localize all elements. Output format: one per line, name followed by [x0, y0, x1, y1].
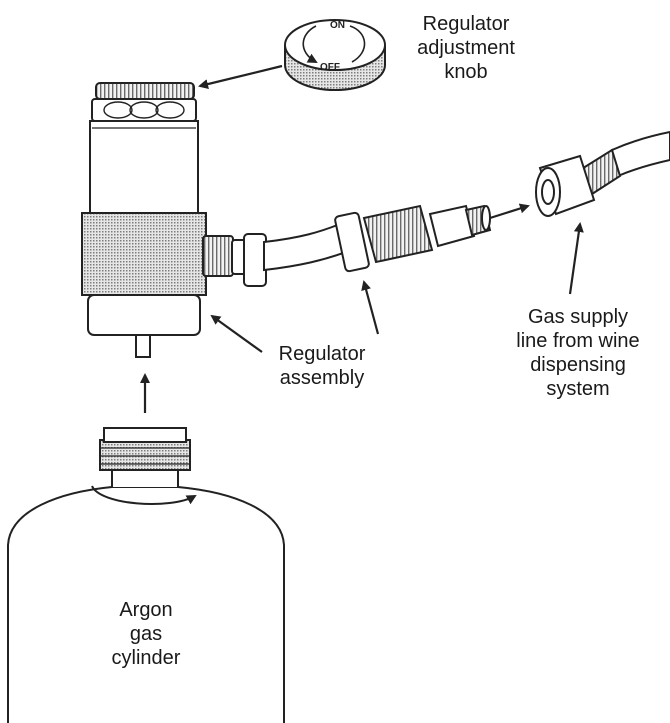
regulator-upper-body [89, 120, 199, 214]
regulator-adjustment-knob: ON OFF [284, 19, 386, 91]
label-regulator-knob: Regulator adjustment knob [396, 12, 536, 84]
cylinder-shoulder [111, 469, 179, 487]
rotation-arrow [91, 485, 197, 505]
label-line: dispensing [530, 354, 626, 376]
regulator-outlet-pin [135, 334, 151, 358]
supply-hose [610, 130, 670, 178]
pointer-arrows [140, 64, 584, 413]
hex-fitting [362, 204, 434, 264]
regulator-knurled-band [81, 212, 207, 296]
cylinder-neck-cap [103, 427, 187, 443]
gas-hose [263, 222, 348, 272]
label-line: line from wine [516, 330, 640, 352]
side-port-nut [202, 235, 234, 277]
label-line: system [546, 378, 610, 400]
regulator-lower-body [87, 294, 201, 336]
supply-arrow [568, 222, 584, 295]
regulator-body [81, 82, 207, 358]
cylinder-neck-thread [99, 439, 191, 471]
connect-arrow [489, 203, 530, 220]
hose-arrow [361, 280, 380, 335]
knob-arc-arrow [302, 25, 318, 63]
knob-off-mark: OFF [320, 62, 340, 73]
label-line: Argon [119, 599, 173, 621]
label-line: gas [129, 623, 163, 645]
label-line: Regulator [422, 13, 510, 35]
supply-line-coupler [535, 130, 670, 217]
label-gas-supply-line: Gas supply line from wine dispensing sys… [498, 305, 658, 401]
hose-clamp-right [334, 211, 370, 273]
hose-clamp-left [243, 233, 267, 287]
label-line: cylinder [111, 647, 181, 669]
label-line: adjustment [417, 37, 515, 59]
regulator-knob-top [95, 82, 195, 100]
hose-assembly [202, 204, 492, 287]
label-regulator-assembly: Regulator assembly [262, 342, 382, 390]
label-line: Regulator [278, 343, 366, 365]
knob-arrow [198, 64, 283, 89]
label-argon-cylinder: Argon gas cylinder [86, 598, 206, 670]
label-line: knob [444, 61, 488, 83]
argon-gas-cylinder [7, 427, 285, 723]
knob-on-mark: ON [330, 20, 345, 31]
coupler-body [428, 204, 476, 248]
label-line: Gas supply [527, 306, 629, 328]
label-line: assembly [279, 367, 365, 389]
regulator-arrow [210, 314, 263, 353]
